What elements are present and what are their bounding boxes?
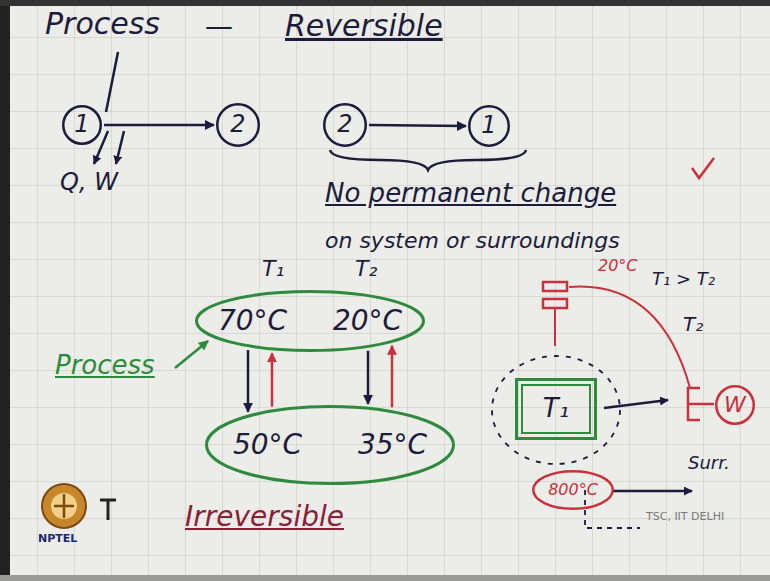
temperature-value: 50°C bbox=[233, 429, 302, 461]
surroundings-boundary bbox=[492, 356, 620, 464]
process-arrow bbox=[104, 124, 214, 127]
process-arrow bbox=[367, 351, 370, 404]
pointer-arrow bbox=[175, 341, 208, 368]
work-symbol: W bbox=[724, 392, 746, 417]
system-box-outline bbox=[517, 380, 596, 439]
state-circle: 1 bbox=[468, 105, 510, 147]
state-circle: 1 bbox=[62, 105, 102, 145]
heater-symbol bbox=[543, 299, 567, 308]
heading-word: Reversible bbox=[285, 8, 443, 44]
process-arrow bbox=[247, 350, 250, 412]
state-circle: 2 bbox=[216, 103, 260, 147]
logo-inner bbox=[51, 493, 77, 519]
heading-word: Process bbox=[45, 6, 160, 42]
process-arrow bbox=[391, 346, 394, 408]
source-oval-outline bbox=[533, 471, 613, 509]
logo-figure bbox=[54, 494, 74, 518]
logo-text: NPTEL bbox=[38, 532, 77, 545]
board-edge bbox=[0, 0, 770, 6]
work-device-symbol bbox=[688, 388, 714, 420]
temperature-value: 70°C bbox=[218, 305, 287, 337]
nptel-logo bbox=[42, 484, 86, 528]
work-circle-outline bbox=[716, 386, 754, 424]
heat-flow-arrow bbox=[604, 400, 668, 408]
state-oval-outline bbox=[207, 407, 454, 484]
board-mark bbox=[100, 500, 116, 520]
state-number: 2 bbox=[230, 111, 245, 139]
surroundings-arrow bbox=[612, 490, 692, 493]
temperature-symbol: T₂ bbox=[355, 256, 377, 282]
state-oval-outline bbox=[197, 292, 424, 351]
work-arrow bbox=[116, 131, 124, 164]
work-circle: W bbox=[715, 385, 755, 425]
state-circle-outline bbox=[324, 104, 366, 146]
state-oval: 70°C 20°C bbox=[195, 290, 425, 352]
state-oval: 50°C 35°C bbox=[205, 405, 455, 485]
temperature-symbol: T₂ bbox=[683, 312, 703, 336]
curly-brace bbox=[330, 150, 526, 170]
temperature-value: 800°C bbox=[548, 481, 598, 499]
process-arrow bbox=[271, 353, 274, 406]
state-number: 1 bbox=[481, 112, 496, 140]
board-edge bbox=[0, 575, 770, 581]
heater-symbol bbox=[543, 282, 567, 291]
check-mark bbox=[692, 158, 714, 178]
system-box: T₁ bbox=[515, 378, 597, 440]
temperature-value: 35°C bbox=[358, 429, 427, 461]
dash: — bbox=[205, 10, 233, 44]
board-edge bbox=[0, 0, 10, 581]
state-circle-outline bbox=[469, 106, 509, 146]
heading-word: Irreversible bbox=[185, 500, 344, 534]
system-box-inner-outline bbox=[522, 385, 590, 433]
process-arrow bbox=[369, 125, 466, 126]
source-oval: 800°C bbox=[532, 470, 614, 510]
state-number: 2 bbox=[337, 111, 352, 139]
temperature-value: 20°C bbox=[333, 305, 402, 337]
watermark: TSC, IIT DELHI bbox=[646, 510, 724, 523]
temperature-symbol: T₁ bbox=[262, 256, 284, 282]
heater-wire bbox=[569, 287, 690, 388]
state-circle: 2 bbox=[323, 103, 367, 147]
surroundings-label: Surr. bbox=[688, 452, 730, 474]
state-circle-outline bbox=[63, 106, 101, 144]
heater-wire bbox=[554, 308, 556, 346]
temperature-label: 20°C bbox=[598, 256, 638, 275]
process-label: Process bbox=[55, 350, 155, 381]
pointer-stroke bbox=[106, 52, 118, 112]
logo-disc bbox=[42, 484, 86, 528]
quantity-label: Q, W bbox=[60, 168, 118, 197]
state-number: 1 bbox=[74, 111, 89, 139]
note-text: No permanent change bbox=[325, 178, 616, 209]
temperature-symbol: T₁ bbox=[543, 394, 569, 424]
state-circle-outline bbox=[217, 104, 259, 146]
inequality-label: T₁ > T₂ bbox=[652, 268, 715, 290]
note-text: on system or surroundings bbox=[325, 228, 620, 254]
